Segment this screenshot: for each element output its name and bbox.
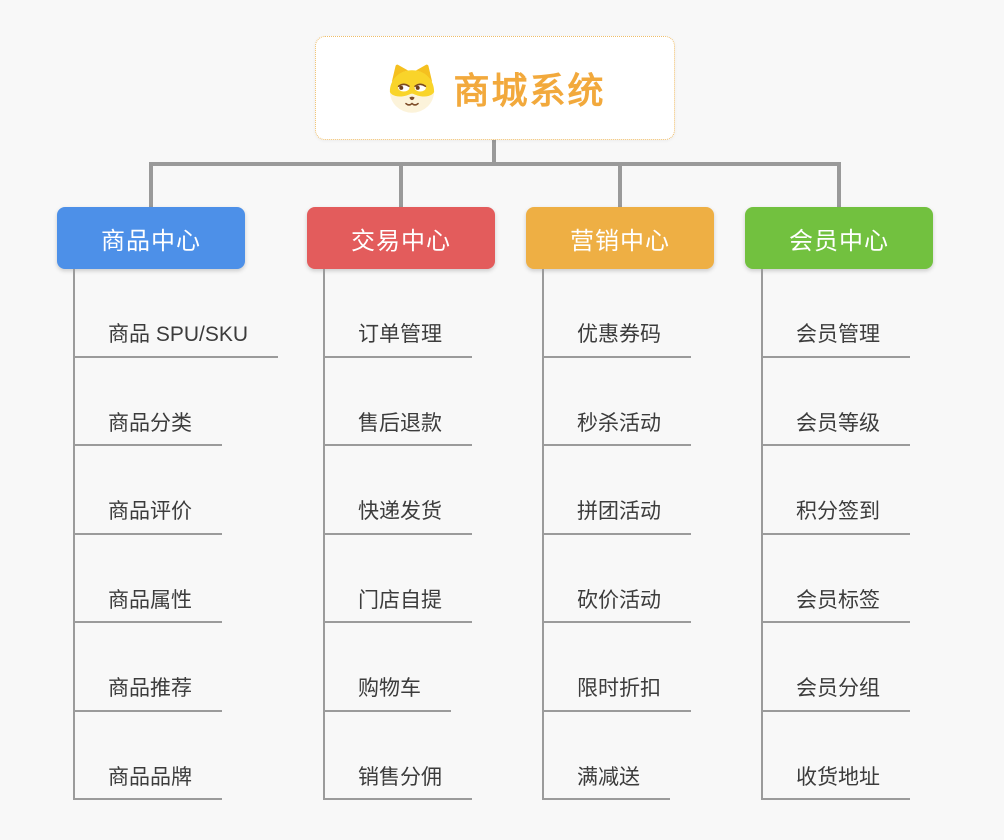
connector-drop-marketing xyxy=(618,162,622,208)
leaf-item[interactable]: 积分签到 xyxy=(763,499,910,535)
leaf-item[interactable]: 砍价活动 xyxy=(544,588,691,623)
branch-spine-member: 会员管理 会员等级 积分签到 会员标签 会员分组 收货地址 xyxy=(761,269,985,800)
leaf-item[interactable]: 满减送 xyxy=(544,765,670,800)
leaf-item[interactable]: 商品 SPU/SKU xyxy=(75,322,279,358)
branch-node-member-center[interactable]: 会员中心 xyxy=(745,207,933,269)
leaf-item[interactable]: 销售分佣 xyxy=(325,765,472,800)
leaf-item[interactable]: 会员管理 xyxy=(763,322,910,358)
leaf-item[interactable]: 拼团活动 xyxy=(544,499,691,535)
branch-node-product-center[interactable]: 商品中心 xyxy=(57,207,245,269)
leaf-item[interactable]: 门店自提 xyxy=(325,588,472,623)
leaf-item[interactable]: 商品评价 xyxy=(75,499,222,535)
leaf-item[interactable]: 商品推荐 xyxy=(75,676,222,712)
leaf-item[interactable]: 商品品牌 xyxy=(75,765,222,800)
root-title: 商城系统 xyxy=(453,70,606,111)
leaf-item[interactable]: 商品属性 xyxy=(75,588,222,623)
leaf-item[interactable]: 快递发货 xyxy=(325,499,472,535)
leaf-item[interactable]: 售后退款 xyxy=(325,411,472,446)
leaf-item[interactable]: 限时折扣 xyxy=(544,676,691,712)
leaf-item[interactable]: 购物车 xyxy=(325,676,451,712)
root-node[interactable]: 商城系统 xyxy=(315,36,675,140)
branch-node-marketing-center[interactable]: 营销中心 xyxy=(526,207,714,269)
connector-drop-product xyxy=(149,162,153,208)
connector-root-stem xyxy=(492,138,496,166)
leaf-item[interactable]: 收货地址 xyxy=(763,765,910,800)
branch-column-member: 会员中心 会员管理 会员等级 积分签到 会员标签 会员分组 收货地址 xyxy=(745,207,985,800)
leaf-item[interactable]: 秒杀活动 xyxy=(544,411,691,446)
shiba-dog-icon xyxy=(390,64,435,113)
leaf-item[interactable]: 会员标签 xyxy=(763,588,910,623)
leaf-item[interactable]: 优惠券码 xyxy=(544,322,691,358)
branch-column-product: 商品中心 商品 SPU/SKU 商品分类 商品评价 商品属性 商品推荐 商品品牌 xyxy=(57,207,297,800)
connector-drop-trade xyxy=(399,162,403,208)
connector-drop-member xyxy=(837,162,841,208)
branch-spine-product: 商品 SPU/SKU 商品分类 商品评价 商品属性 商品推荐 商品品牌 xyxy=(73,269,297,800)
leaf-item[interactable]: 会员分组 xyxy=(763,676,910,712)
branch-node-trade-center[interactable]: 交易中心 xyxy=(307,207,495,269)
branch-column-trade: 交易中心 订单管理 售后退款 快递发货 门店自提 购物车 销售分佣 xyxy=(307,207,547,800)
leaf-item[interactable]: 会员等级 xyxy=(763,411,910,446)
branch-spine-marketing: 优惠券码 秒杀活动 拼团活动 砍价活动 限时折扣 满减送 xyxy=(542,269,766,800)
branch-spine-trade: 订单管理 售后退款 快递发货 门店自提 购物车 销售分佣 xyxy=(323,269,547,800)
connector-horizontal-bar xyxy=(149,162,841,166)
leaf-item[interactable]: 订单管理 xyxy=(325,322,472,358)
branch-column-marketing: 营销中心 优惠券码 秒杀活动 拼团活动 砍价活动 限时折扣 满减送 xyxy=(526,207,766,800)
leaf-item[interactable]: 商品分类 xyxy=(75,411,222,446)
